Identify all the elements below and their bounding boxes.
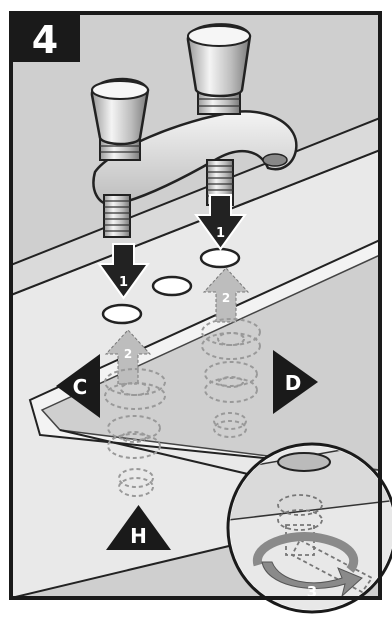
svg-text:C: C bbox=[73, 375, 88, 399]
arrow-label-1-right: 1 bbox=[216, 226, 225, 241]
svg-text:D: D bbox=[285, 371, 302, 395]
mounting-hole-left bbox=[103, 305, 141, 323]
mounting-hole-right bbox=[201, 249, 239, 267]
arrow-label-2-left: 2 bbox=[124, 347, 132, 361]
arrow-label-2-right: 2 bbox=[222, 291, 230, 305]
svg-text:H: H bbox=[130, 524, 147, 548]
step-badge: 4 bbox=[11, 13, 80, 62]
mounting-hole-center bbox=[153, 277, 191, 295]
arrow-label-1-left: 1 bbox=[119, 275, 128, 290]
step-number: 4 bbox=[32, 18, 58, 62]
